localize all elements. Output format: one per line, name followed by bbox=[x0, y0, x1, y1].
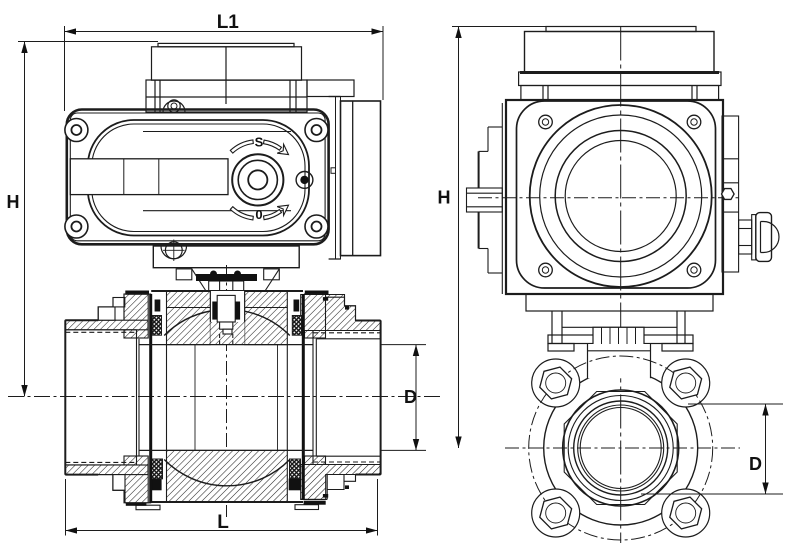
svg-text:0: 0 bbox=[255, 207, 262, 222]
svg-text:D: D bbox=[404, 387, 417, 407]
svg-text:L: L bbox=[217, 512, 229, 533]
svg-text:H: H bbox=[438, 188, 451, 208]
svg-text:D: D bbox=[749, 454, 762, 474]
svg-text:L1: L1 bbox=[217, 12, 240, 33]
svg-text:H: H bbox=[7, 192, 20, 212]
svg-text:S: S bbox=[255, 135, 264, 150]
